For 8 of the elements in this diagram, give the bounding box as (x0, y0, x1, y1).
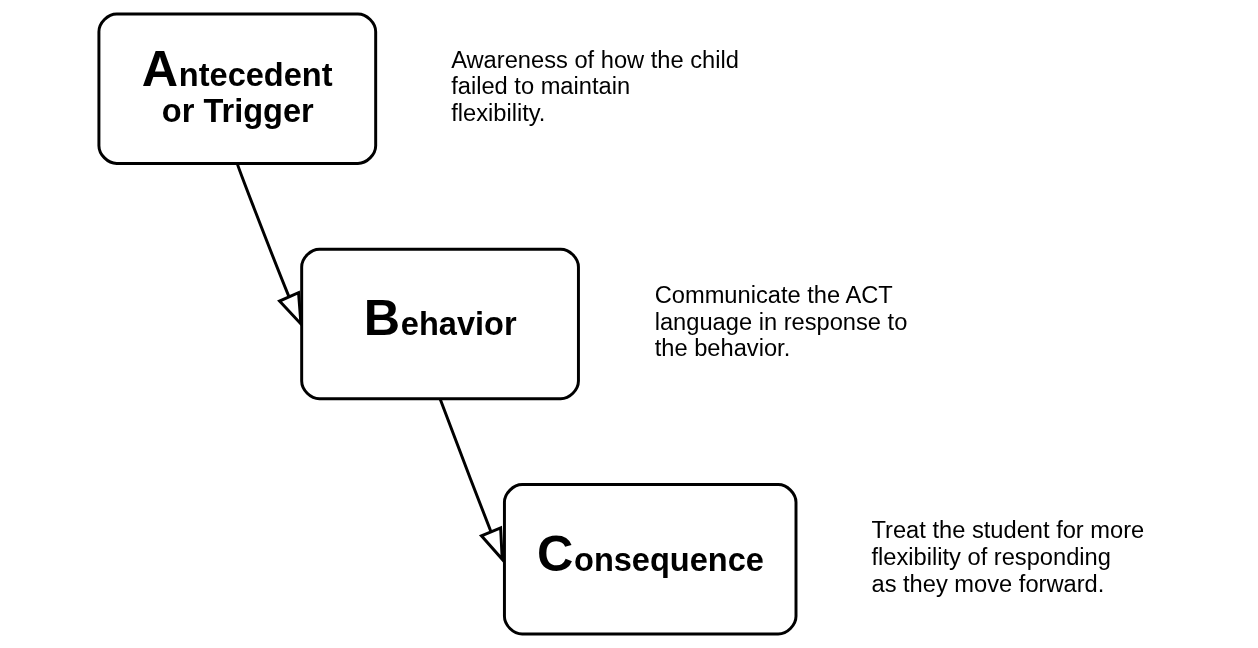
node-box: Antecedent or Trigger (96, 12, 377, 165)
node-label: Treat the student for more flexibility of responding as they move forward. (870, 517, 1144, 597)
node-label: Communicate the ACT language in response to the behavior. (654, 281, 907, 362)
node-box: Behavior (299, 247, 580, 401)
node-box: Consequence (502, 483, 797, 636)
arrow (438, 398, 504, 564)
arrow (235, 162, 303, 329)
node-label: Awareness of how the child failed to maintain flexibility. (450, 46, 739, 126)
